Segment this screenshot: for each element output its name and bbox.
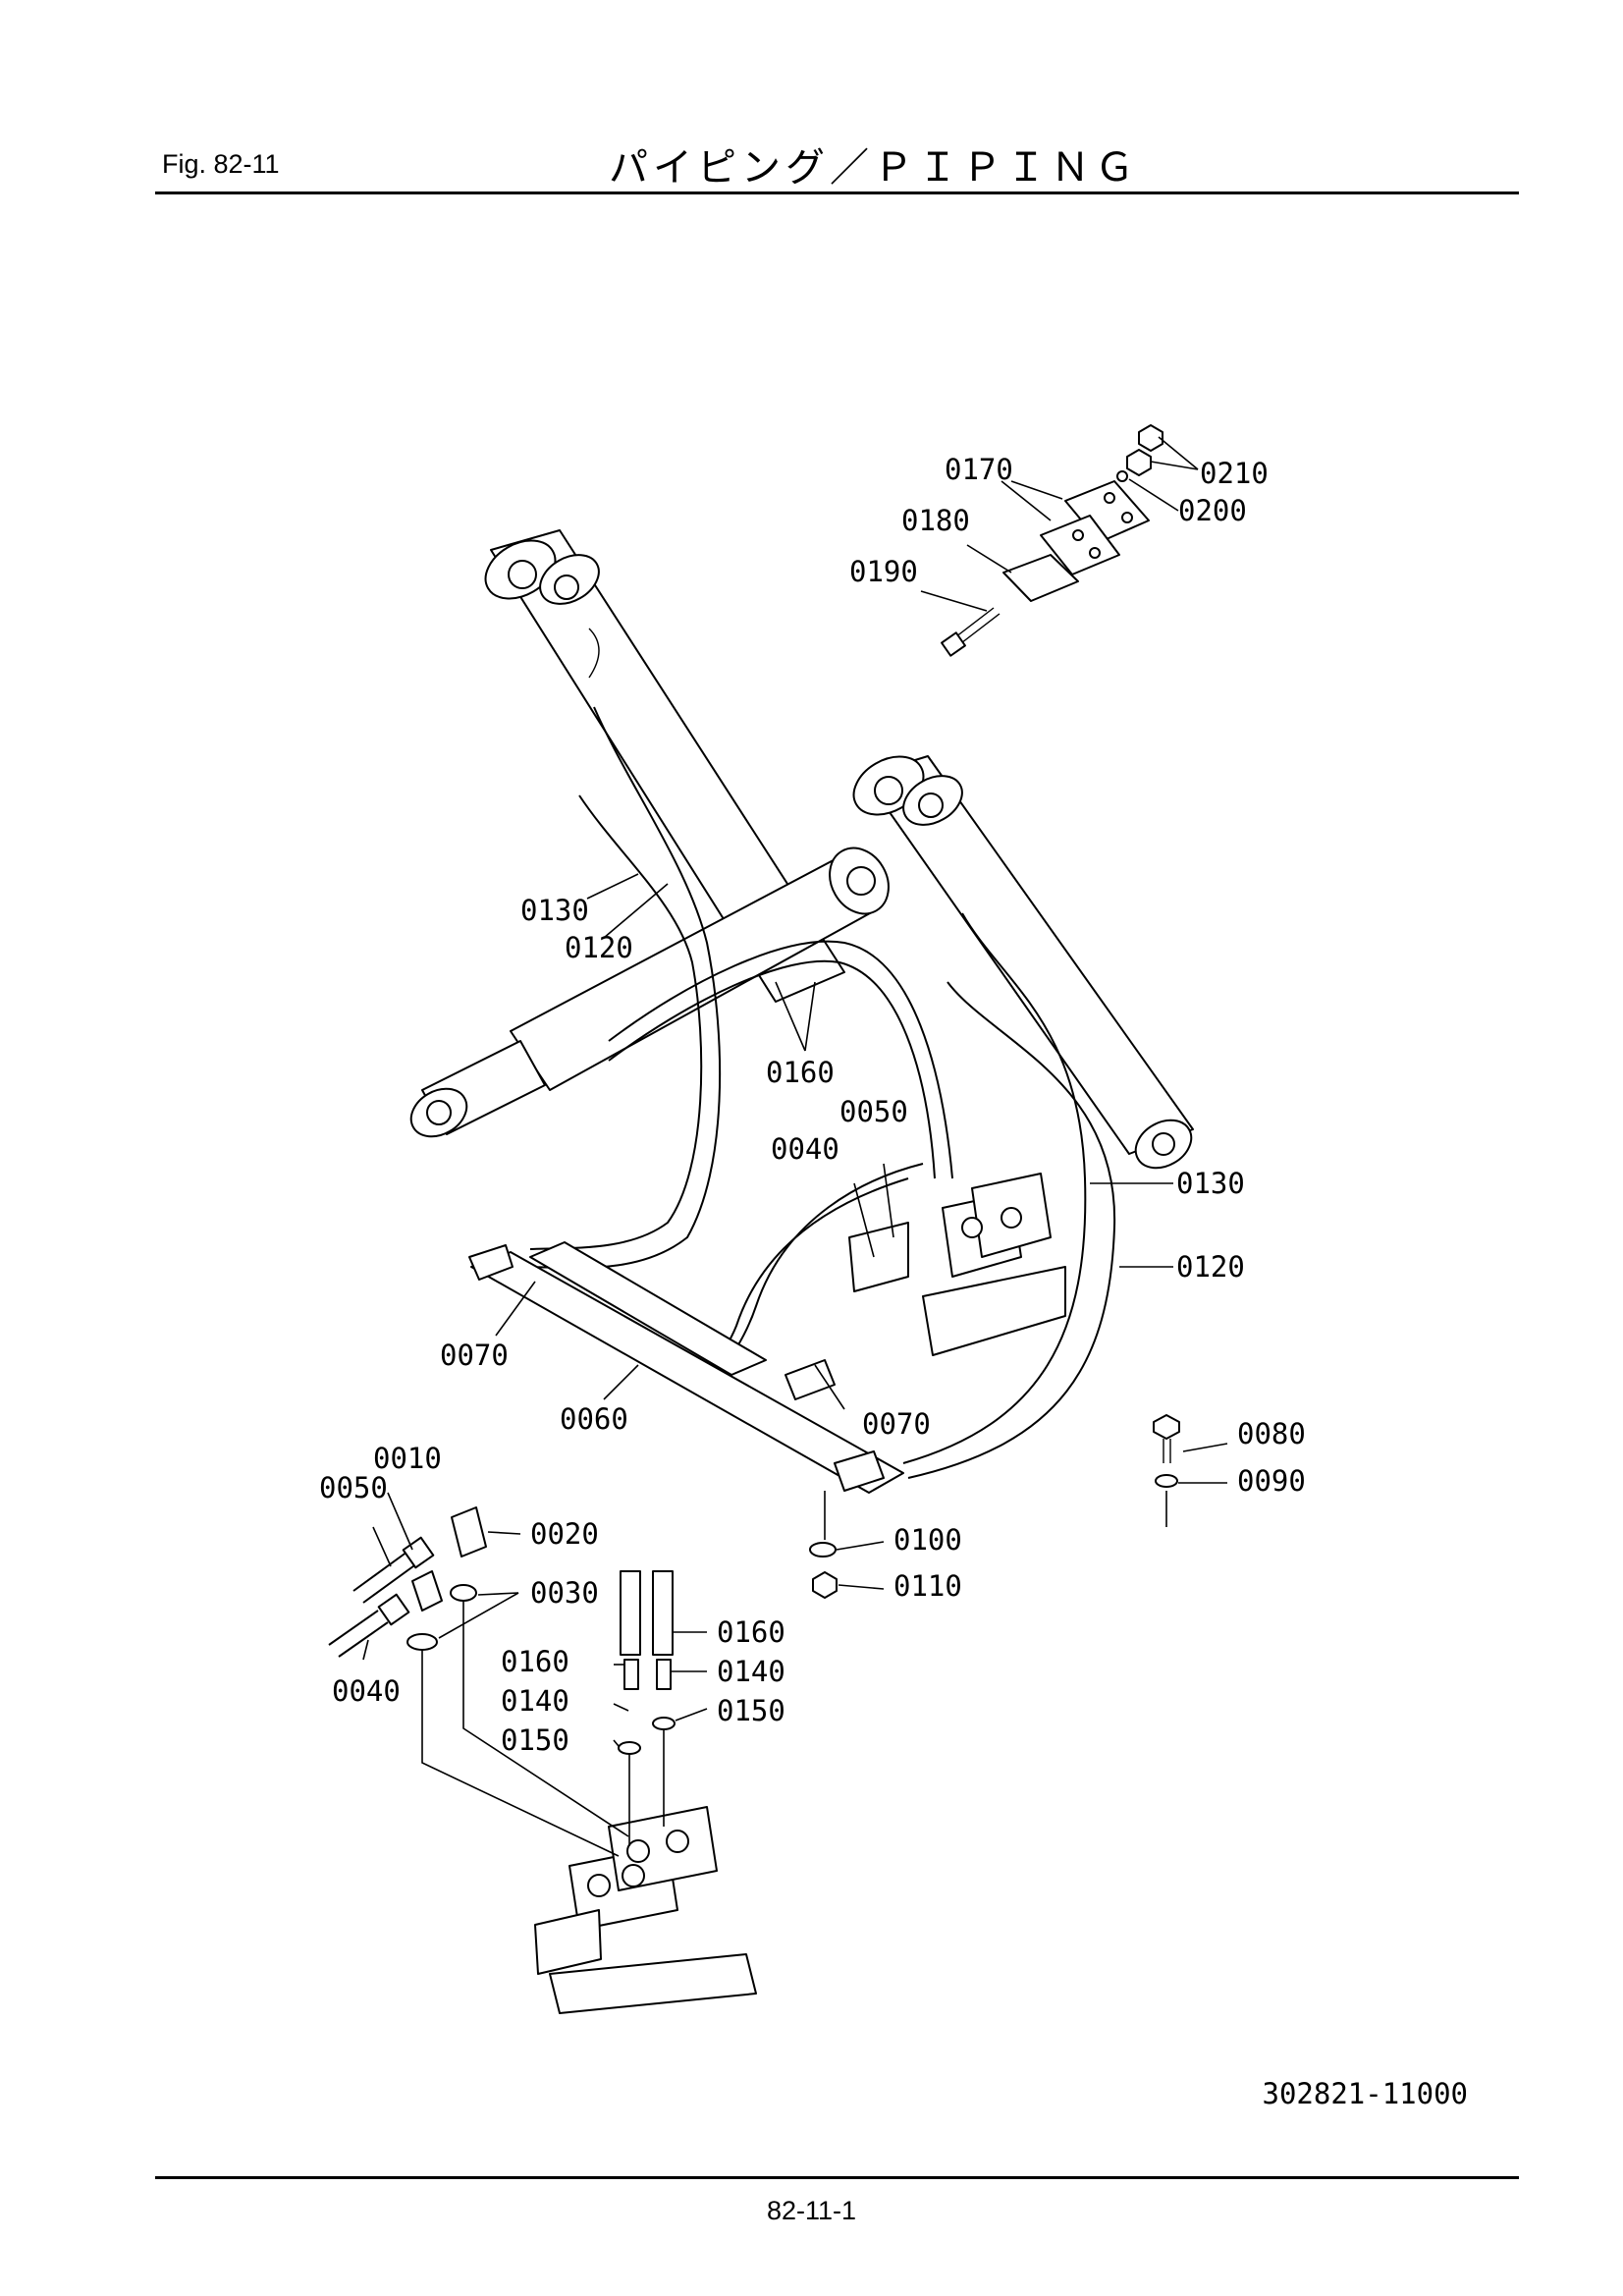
callout-0170: 0170 [945, 453, 1013, 486]
control-valve-upper [848, 1173, 1066, 1356]
callout-0080: 0080 [1237, 1417, 1306, 1450]
callout-0010: 0010 [373, 1442, 442, 1475]
callout-0210: 0210 [1200, 457, 1269, 490]
left-cylinder [484, 529, 845, 1003]
callout-0020: 0020 [530, 1517, 599, 1551]
callout-labels: 0210 0200 0170 0180 0190 0130 0120 0160 … [319, 453, 1306, 1757]
callout-0190: 0190 [849, 555, 918, 588]
callout-0160-detail-left: 0160 [501, 1645, 569, 1678]
clamp-leader-lines [920, 436, 1199, 612]
callout-0030: 0030 [530, 1576, 599, 1610]
callout-0050-upper: 0050 [839, 1095, 908, 1128]
center-cylinder [409, 847, 890, 1138]
callout-0140-detail-left: 0140 [501, 1684, 569, 1718]
footer-rule [155, 2176, 1519, 2179]
callout-0180: 0180 [901, 504, 970, 537]
callout-0040-upper: 0040 [771, 1132, 839, 1166]
callout-0090: 0090 [1237, 1464, 1306, 1498]
callout-0200: 0200 [1178, 494, 1247, 527]
hose-routing [519, 706, 1116, 1479]
callout-0160-detail-right: 0160 [717, 1615, 785, 1649]
drawing-number: 302821-11000 [1262, 2077, 1468, 2110]
page-number: 82-11-1 [766, 2196, 857, 2225]
callout-0140-detail-right: 0140 [717, 1655, 785, 1688]
leader-lines [362, 873, 1228, 1747]
callout-0040-detail: 0040 [332, 1674, 401, 1708]
header-rule [155, 191, 1519, 194]
clamp-assembly [941, 424, 1163, 657]
callout-0060: 0060 [560, 1402, 628, 1436]
callout-0100: 0100 [893, 1523, 962, 1557]
callout-0160-upper: 0160 [766, 1056, 835, 1089]
detail-fittings [328, 1506, 676, 1755]
callout-0150-detail-left: 0150 [501, 1723, 569, 1757]
callout-0110: 0110 [893, 1569, 962, 1603]
figure-number: Fig. 82-11 [162, 149, 280, 179]
manifold [468, 1241, 904, 1494]
callout-0050-detail: 0050 [319, 1471, 388, 1504]
callout-0130-right: 0130 [1176, 1167, 1245, 1200]
callout-0130-upper: 0130 [520, 894, 589, 927]
page-title: パイピング／ＰＩＰＩＮＧ [609, 145, 1139, 191]
right-cylinder [852, 755, 1194, 1170]
fasteners [809, 1414, 1180, 1599]
callout-0120-right: 0120 [1176, 1250, 1245, 1284]
callout-0150-detail-right: 0150 [717, 1694, 785, 1727]
callout-0070-left: 0070 [440, 1339, 509, 1372]
callout-0070-right: 0070 [862, 1407, 931, 1441]
callout-0120-upper: 0120 [565, 931, 633, 964]
control-valve-detail [421, 1601, 757, 2014]
